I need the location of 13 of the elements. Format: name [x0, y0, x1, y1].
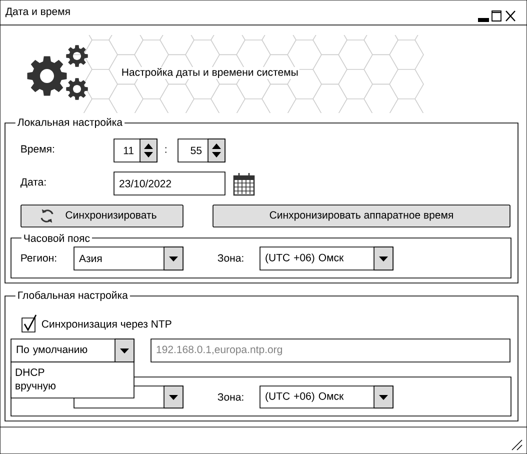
- date-field: 23/10/2022: [114, 172, 226, 196]
- field-label: Время:: [21, 145, 54, 155]
- field-label: Регион:: [21, 254, 56, 262]
- field-label: Дата:: [20, 178, 46, 188]
- separator-text: :: [165, 147, 166, 153]
- field-label: Зона:: [218, 393, 244, 401]
- field-label: Зона:: [218, 254, 244, 262]
- header-text: Настройка даты и времени системы: [120, 67, 300, 79]
- input-field: 192.168.0.1,europa.ntp.org: [150, 338, 510, 362]
- dropdown-menu: DHCP вручную: [10, 362, 134, 398]
- sync-button: Синхронизировать аппаратное время: [212, 204, 510, 228]
- checkbox-label: Синхронизация через NTP: [42, 320, 172, 330]
- sync-button: Синхронизировать: [20, 204, 184, 228]
